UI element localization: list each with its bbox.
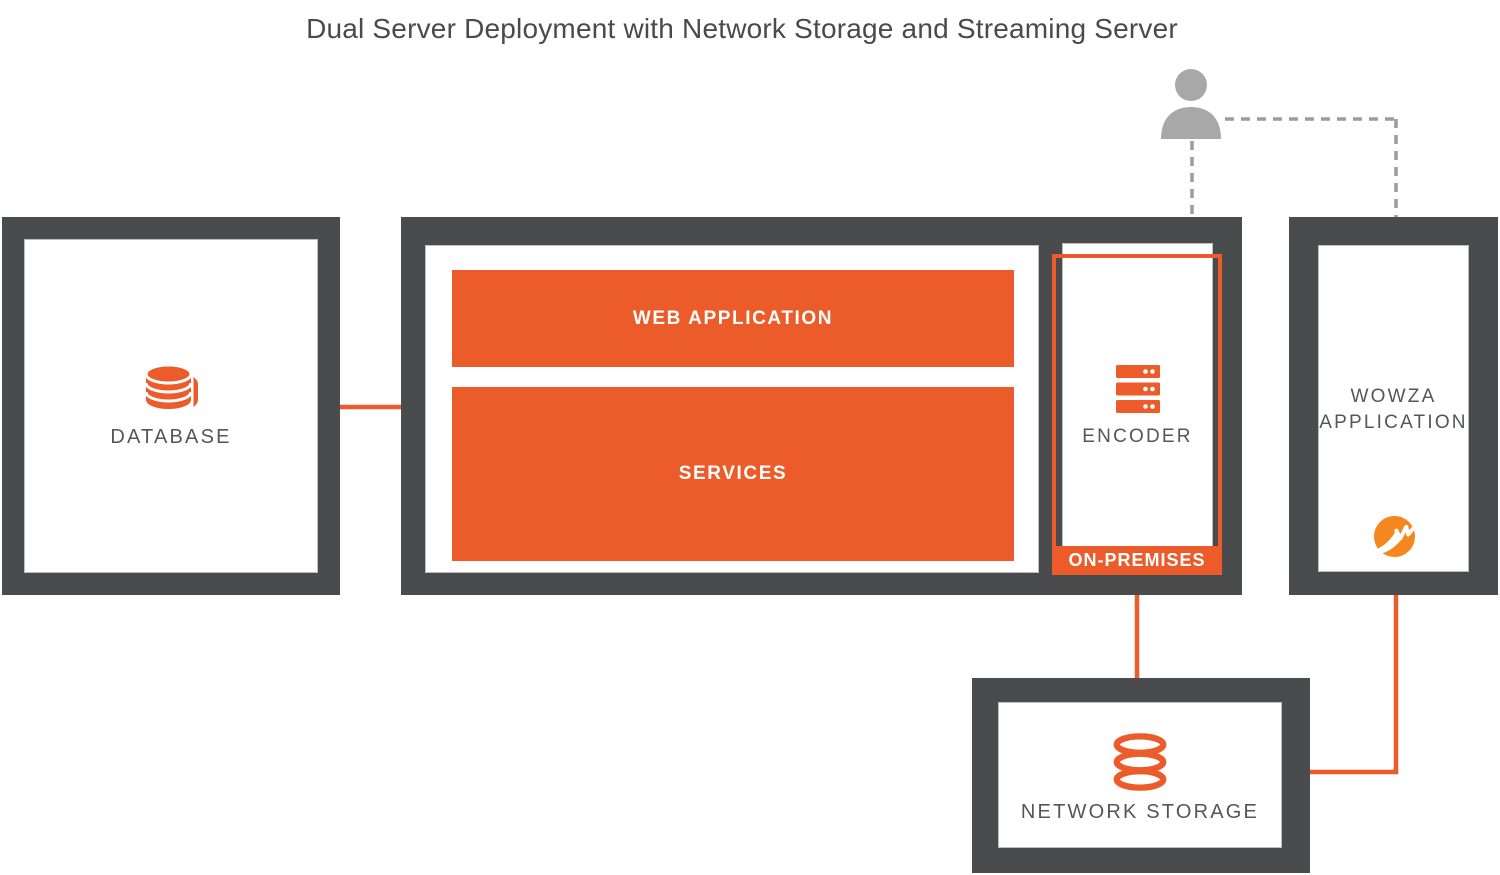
app-server-panel: WEB APPLICATION SERVICES (425, 245, 1039, 573)
network-storage-label: NETWORK STORAGE (1020, 801, 1260, 823)
person-icon (1161, 69, 1221, 139)
web-application-block: WEB APPLICATION (452, 270, 1014, 367)
wowza-node-frame: WOWZA APPLICATION (1289, 217, 1498, 595)
wowza-node-panel: WOWZA APPLICATION (1318, 245, 1469, 572)
database-node-frame: DATABASE (2, 217, 340, 595)
encoder-label: ENCODER (1082, 426, 1193, 447)
network-storage-frame: NETWORK STORAGE (972, 678, 1310, 873)
encoder-panel: ENCODER (1062, 243, 1213, 570)
on-premises-badge: ON-PREMISES (1052, 546, 1222, 575)
storage-stack-icon (1113, 733, 1167, 791)
services-label: SERVICES (678, 463, 788, 484)
web-application-label: WEB APPLICATION (632, 307, 834, 329)
connector-wowza-storage (1306, 590, 1399, 775)
diagram-title: Dual Server Deployment with Network Stor… (306, 13, 1178, 44)
database-icon (144, 363, 198, 409)
wowza-logo-icon (1373, 515, 1416, 558)
wowza-application-label: WOWZA APPLICATION (1319, 386, 1468, 433)
on-premises-outline: ON-PREMISES (1052, 254, 1222, 575)
network-storage-panel: NETWORK STORAGE (998, 702, 1282, 848)
database-label: DATABASE (110, 426, 232, 448)
dashed-connector-user-wowza (1225, 117, 1398, 219)
database-node-panel: DATABASE (24, 239, 318, 573)
server-stack-icon (1115, 365, 1160, 413)
app-server-frame: WEB APPLICATION SERVICES ENCODER ON-P (401, 217, 1242, 595)
services-block: SERVICES (452, 387, 1014, 561)
